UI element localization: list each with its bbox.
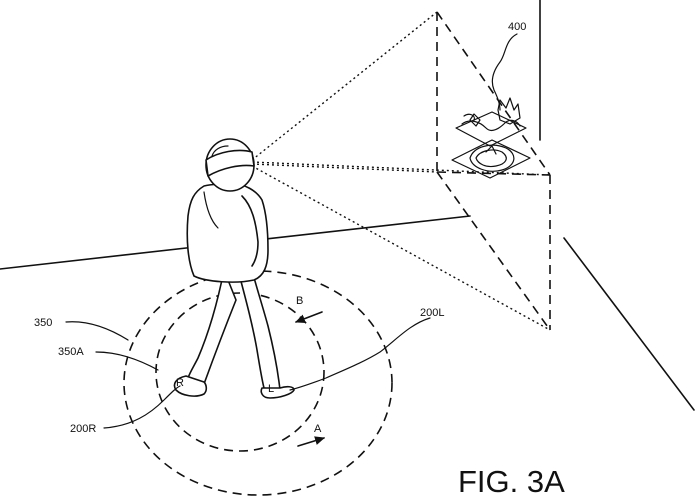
label-200r: 200R <box>70 423 96 435</box>
left-foot <box>260 385 295 399</box>
display-content-graphic <box>451 97 531 179</box>
user-figure <box>173 138 295 399</box>
virtual-display-plane <box>436 11 551 331</box>
view-frustum <box>251 11 551 331</box>
floor-edge-line <box>563 237 695 411</box>
arm <box>241 195 259 267</box>
arrow-a-label: A <box>314 423 322 435</box>
label-350: 350 <box>34 317 52 329</box>
right-leg <box>187 269 237 385</box>
leader-400 <box>491 33 518 111</box>
leader-200l <box>289 317 431 391</box>
leader-200r <box>103 385 181 429</box>
left-leg <box>237 269 281 391</box>
label-200l: 200L <box>420 307 444 319</box>
right-foot <box>173 375 208 397</box>
arrow-b-label: B <box>296 295 303 307</box>
label-400: 400 <box>508 21 526 33</box>
right-foot-mark: R <box>176 377 184 389</box>
plane-edge-5 <box>436 171 551 331</box>
outer-zone-circle <box>123 270 393 496</box>
label-350a: 350A <box>58 346 84 358</box>
frustum-line-bottom <box>251 165 551 331</box>
leader-350 <box>65 321 129 341</box>
frustum-line-low <box>251 163 438 173</box>
plane-edge-2 <box>436 11 551 176</box>
arrow-b <box>294 311 323 323</box>
headset-icon <box>205 149 255 177</box>
inner-zone-circle <box>155 292 325 452</box>
figure-caption: FIG. 3A <box>458 464 565 499</box>
ground-circles <box>123 270 393 496</box>
frustum-line-top <box>251 11 438 161</box>
arrow-a <box>297 436 326 447</box>
leader-350a <box>95 351 159 371</box>
left-foot-mark: L <box>268 383 274 395</box>
room-lines <box>0 0 695 411</box>
plane-edge-3 <box>436 171 551 176</box>
